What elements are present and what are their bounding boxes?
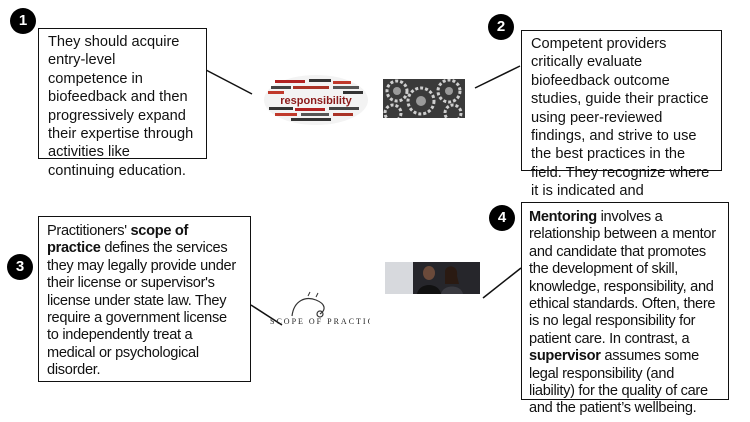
step-badge-3: 3 [7,254,33,280]
step-badge-4: 4 [489,205,515,231]
step-badge-1: 1 [10,8,36,34]
scope-of-practice-term: scope of practice [47,223,189,257]
connector-3 [250,304,283,326]
connector-4 [482,267,522,299]
box-1-text: They should acquire entry-level competen… [48,34,194,179]
scope-logo-text: SCOPE OF PRACTICE [270,317,370,326]
step-badge-2: 2 [488,14,514,40]
text-box-3: Practitioners' scope of practice defines… [38,216,251,382]
text-box-4: Mentoring involves a relationship betwee… [521,202,729,416]
text-box-1: They should acquire entry-level competen… [38,28,207,179]
gears-image [383,79,465,118]
connector-1 [205,69,253,95]
responsibility-word-cloud-image: responsibility [263,74,369,126]
box-2-text: Competent providers critically evaluate … [531,36,710,218]
connector-2 [474,65,521,89]
scope-of-practice-logo: SCOPE OF PRACTICE [270,290,370,330]
mentoring-term: Mentoring [529,209,597,225]
supervisor-term: supervisor [529,348,601,365]
wordcloud-main-word: responsibility [280,95,352,107]
mentoring-photo [385,262,480,294]
text-box-2: Competent providers critically evaluate … [521,30,722,218]
